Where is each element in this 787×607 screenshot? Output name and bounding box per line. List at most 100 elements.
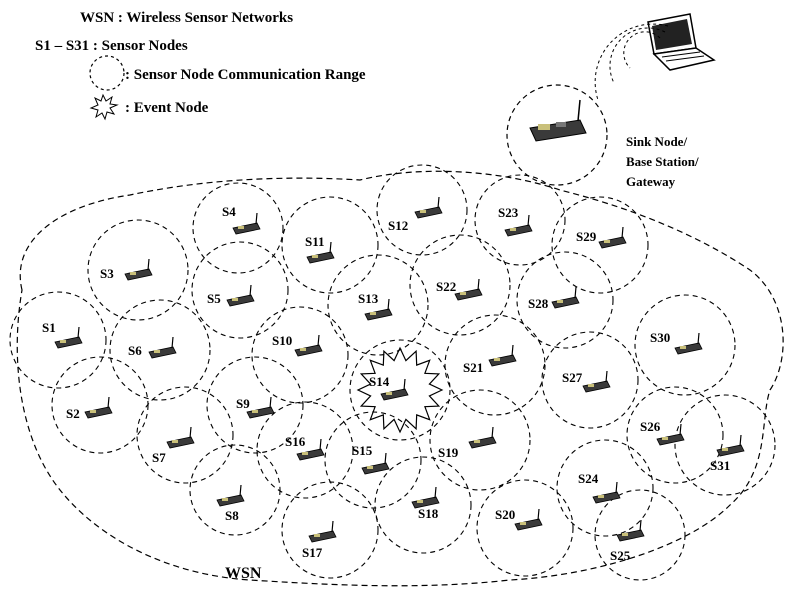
- sensor-device-icon: [232, 212, 261, 235]
- range-s25: [594, 489, 686, 581]
- range-s15: [324, 411, 422, 509]
- node-label-s26: S26: [640, 419, 661, 434]
- sensor-device-icon: [598, 226, 627, 249]
- sensor-device-icon: [674, 332, 703, 355]
- node-label-s17: S17: [302, 545, 323, 560]
- node-label-s16: S16: [285, 434, 306, 449]
- legend-wsn: WSN : Wireless Sensor Networks: [80, 10, 293, 26]
- node-label-s29: S29: [576, 229, 597, 244]
- range-s7: [136, 386, 234, 484]
- node-label-s2: S2: [66, 406, 80, 421]
- node-label-s13: S13: [358, 291, 379, 306]
- range-s21: [444, 314, 546, 416]
- sink-label-3: Gateway: [626, 174, 676, 189]
- range-s31: [674, 394, 776, 496]
- range-s10: [251, 306, 349, 404]
- sink-label-2: Base Station/: [626, 154, 699, 169]
- range-s6: [109, 299, 211, 401]
- sensor-device-icon: [124, 258, 153, 281]
- node-label-s3: S3: [100, 266, 114, 281]
- range-s11: [281, 196, 379, 294]
- sensor-device-icon: [84, 396, 113, 419]
- range-s12: [376, 164, 468, 256]
- sensor-device-icon: [454, 278, 483, 301]
- node-label-s1: S1: [42, 320, 56, 335]
- node-label-s6: S6: [128, 343, 142, 358]
- node-label-s31: S31: [710, 458, 730, 473]
- node-label-s30: S30: [650, 330, 670, 345]
- signal-arc: [623, 31, 661, 69]
- legend: WSN : Wireless Sensor Networks S1 – S31 …: [35, 10, 366, 121]
- node-label-s8: S8: [225, 508, 239, 523]
- node-label-s19: S19: [438, 445, 459, 460]
- range-s16: [256, 401, 354, 499]
- signal-arc: [594, 23, 669, 101]
- sensor-device-icon: [582, 370, 611, 393]
- legend-range-icon: [89, 55, 125, 91]
- node-label-s7: S7: [152, 450, 166, 465]
- range-s24: [556, 439, 654, 537]
- range-s17: [281, 481, 379, 579]
- legend-sensor-nodes: S1 – S31 : Sensor Nodes: [35, 38, 188, 54]
- sensor-device-icon: [361, 452, 390, 475]
- sensor-device-icon: [551, 286, 580, 309]
- range-s5: [191, 241, 289, 339]
- range-s4: [192, 182, 284, 274]
- event-node-burst: [356, 346, 444, 434]
- sensor-device-icon: [148, 336, 177, 359]
- node-label-s12: S12: [388, 218, 408, 233]
- node-label-s11: S11: [305, 234, 325, 249]
- range-s22: [409, 234, 511, 336]
- range-s1: [9, 291, 107, 389]
- signal-arc: [609, 27, 666, 84]
- sensor-device-icon: [294, 334, 323, 357]
- range-s2: [51, 356, 149, 454]
- node-label-s5: S5: [207, 291, 221, 306]
- node-label-s23: S23: [498, 205, 519, 220]
- sensor-device-icon: [166, 426, 195, 449]
- sensor-device-icon: [468, 426, 497, 449]
- legend-range: : Sensor Node Communication Range: [125, 67, 366, 83]
- sensor-device-icon: [364, 298, 393, 321]
- sensor-device-icon: [54, 326, 83, 349]
- sensor-device-icon: [306, 241, 335, 264]
- range-s14: [349, 339, 451, 441]
- range-s18: [374, 456, 472, 554]
- sink-device-icon: [529, 99, 587, 142]
- range-s9: [206, 356, 304, 454]
- sensor-device-icon: [504, 214, 533, 237]
- sink-label-1: Sink Node/: [626, 134, 687, 149]
- sensor-device-icon: [226, 284, 255, 307]
- sensor-device-icon: [514, 508, 543, 531]
- sensor-device-icon: [656, 423, 685, 446]
- node-label-s9: S9: [236, 396, 250, 411]
- sensor-device-icon: [488, 344, 517, 367]
- sensor-device-icon: [716, 434, 745, 457]
- node-label-s22: S22: [436, 279, 456, 294]
- sensor-device-icon: [246, 396, 275, 419]
- range-s29: [551, 196, 649, 294]
- sensor-device-icon: [296, 438, 325, 461]
- sensor-device-icon: [414, 196, 443, 219]
- range-s30: [634, 294, 736, 396]
- laptop-icon: [647, 13, 716, 71]
- node-label-s25: S25: [610, 548, 631, 563]
- range-s26: [626, 386, 724, 484]
- sensor-device-icon: [308, 520, 337, 543]
- range-s20: [476, 479, 574, 577]
- sink-range: [506, 84, 608, 186]
- sensor-device-icon: [616, 519, 645, 542]
- communication-ranges: [9, 164, 776, 581]
- node-label-s28: S28: [528, 296, 549, 311]
- range-s27: [541, 331, 639, 429]
- node-label-s10: S10: [272, 333, 292, 348]
- range-s3: [87, 219, 189, 321]
- range-s13: [327, 254, 429, 356]
- range-s23: [474, 174, 566, 266]
- legend-event-icon: [89, 93, 119, 121]
- node-label-s20: S20: [495, 507, 515, 522]
- sensor-nodes: S1S2S3S4S5S6S7S8S9S10S11S12S13S14S15S16S…: [42, 196, 745, 563]
- legend-event: : Event Node: [125, 100, 209, 116]
